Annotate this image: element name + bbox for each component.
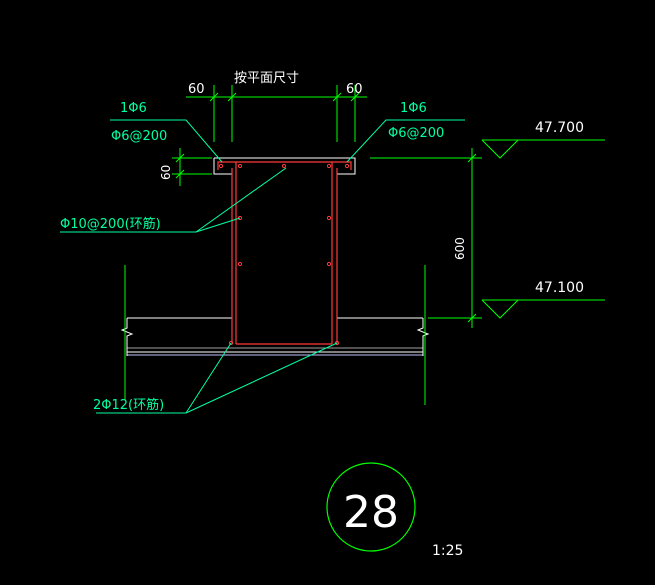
dim-tick [332,92,342,102]
dimension-lines [124,85,482,405]
label-right-stirrup: Φ6@200 [388,126,444,141]
leader-lines [60,119,465,414]
leader-bottom-2 [185,342,338,414]
dim-tick [175,153,185,163]
dim-top-center-label: 按平面尺寸 [234,71,299,86]
detail-circle [326,462,416,552]
detail-number: 28 [343,487,399,538]
leader-left-top [110,119,223,163]
rebar [217,161,352,345]
dim-tick [227,92,237,102]
cap-outline [127,157,423,319]
rebar-dot [326,261,332,267]
rebar-dot [218,163,224,169]
dim-tick [175,169,185,179]
label-left-stirrup: Φ6@200 [111,129,167,144]
dim-tick [467,153,477,163]
leader-right-top [346,119,465,163]
rebar-dot [344,163,350,169]
detail-scale: 1:25 [432,543,463,559]
break-line-left [120,318,134,356]
rebar-dots [218,163,350,346]
elevation-triangle-top [481,139,519,159]
dim-top-left-label: 60 [188,82,205,97]
dim-depth-label: 600 [453,237,467,260]
label-left-top-bar: 1Φ6 [120,101,147,116]
elevation-triangle-bottom [481,299,519,319]
elevation-top-label: 47.700 [535,120,584,136]
leader-ring-2 [195,217,241,233]
rebar-dot [281,163,287,169]
label-ring-bar: Φ10@200(环筋) [60,216,161,232]
dim-top-right-label: 60 [346,82,363,97]
rebar-dot [334,340,340,346]
break-line-right [416,318,430,356]
rebar-dot [237,261,243,267]
rebar-dot [326,163,332,169]
rebar-dot [237,163,243,169]
label-right-top-bar: 1Φ6 [400,101,427,116]
elevation-symbols [481,139,605,319]
rebar-cage [217,161,352,345]
rebar-dot [326,215,332,221]
dim-lip-label: 60 [159,165,173,180]
rebar-dot [228,340,234,346]
elevation-bottom-label: 47.100 [535,280,584,296]
dim-tick [209,92,219,102]
dim-tick [350,92,360,102]
dim-tick [467,313,477,323]
label-bottom-bar: 2Φ12(环筋) [93,397,164,413]
concrete-outline [120,157,430,356]
